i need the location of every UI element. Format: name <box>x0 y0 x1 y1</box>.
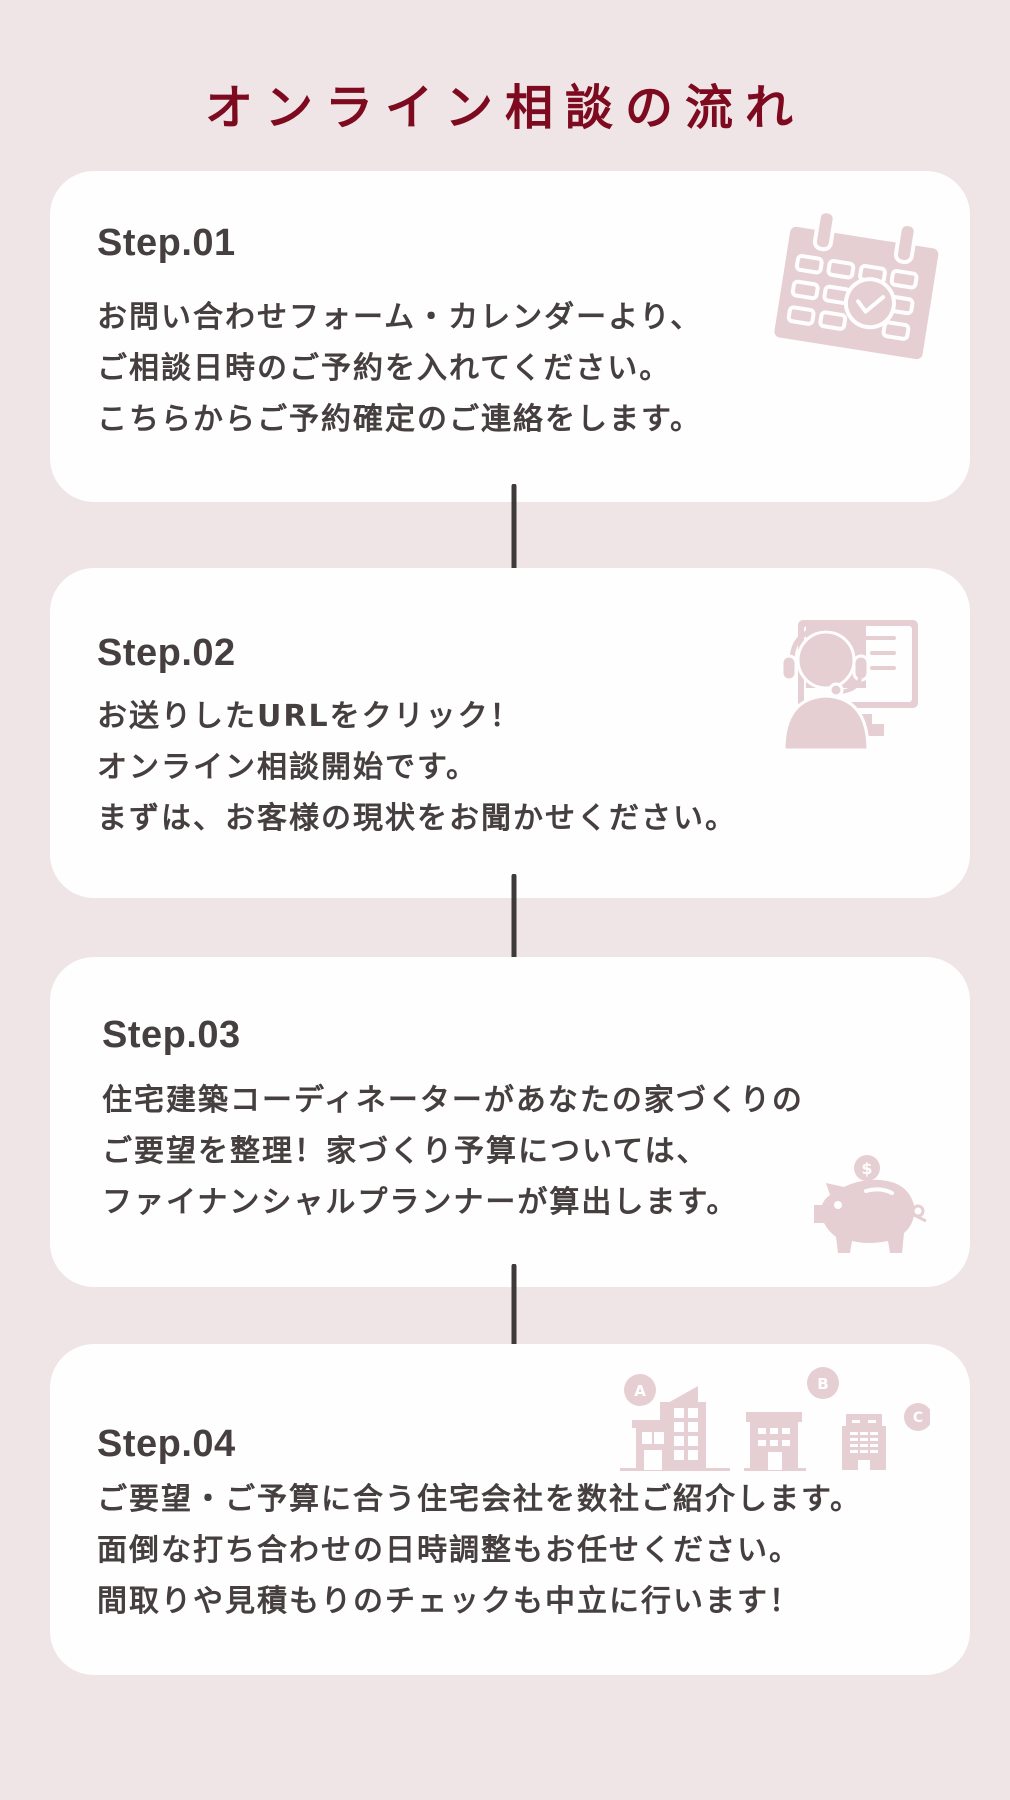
step-text-line: オンライン相談開始です。 <box>97 750 478 785</box>
step-text-line: ご要望を整理！家づくり予算については、 <box>102 1134 709 1169</box>
step-card-2: Step.02 お送りしたURLをクリック！ オンライン相談開始です。 まずは、… <box>50 568 970 898</box>
calendar-check-icon <box>774 209 939 360</box>
step-text-line: まずは、お客様の現状をお聞かせください。 <box>97 801 737 836</box>
tag-label: B <box>817 1375 828 1393</box>
step-card-4: Step.04 ご要望・ご予算に合う住宅会社を数社ご紹介します。 面倒な打ち合わ… <box>50 1344 970 1675</box>
step-text-line: 住宅建築コーディネーターがあなたの家づくりの <box>102 1083 804 1118</box>
tag-bubble-b: B <box>807 1367 839 1399</box>
step-text-line: 面倒な打ち合わせの日時調整もお任せください。 <box>97 1533 801 1568</box>
step-description: ご要望・ご予算に合う住宅会社を数社ご紹介します。 面倒な打ち合わせの日時調整もお… <box>97 1474 862 1627</box>
step-text-line: ご要望・ご予算に合う住宅会社を数社ご紹介します。 <box>97 1482 862 1517</box>
step-label: Step.03 <box>102 1014 241 1056</box>
step-text-line: ファイナンシャルプランナーが算出します。 <box>102 1185 739 1220</box>
buildings-icon: A B C <box>620 1367 930 1471</box>
piggy-bank-icon: $ <box>814 1155 927 1253</box>
step-text-line: ご相談日時のご予約を入れてください。 <box>97 351 672 386</box>
headset-support-icon <box>780 620 918 750</box>
page-title: オンライン相談の流れ <box>204 80 805 137</box>
tag-label: A <box>634 1382 646 1400</box>
step-text-line: お送りしたURLをクリック！ <box>97 699 522 734</box>
step-text-line: 間取りや見積もりのチェックも中立に行います！ <box>97 1584 801 1619</box>
step-text-line: こちらからご予約確定のご連絡をします。 <box>97 402 702 437</box>
step-label: Step.01 <box>97 222 236 264</box>
tag-bubble-c: C <box>904 1403 930 1431</box>
step-label: Step.02 <box>97 632 236 674</box>
step-text-line: お問い合わせフォーム・カレンダーより、 <box>97 300 703 335</box>
svg-text:$: $ <box>861 1159 872 1178</box>
step-description: お問い合わせフォーム・カレンダーより、 ご相談日時のご予約を入れてください。 こ… <box>97 292 702 445</box>
step-description: お送りしたURLをクリック！ オンライン相談開始です。 まずは、お客様の現状をお… <box>97 691 737 844</box>
step-label: Step.04 <box>97 1423 236 1465</box>
tag-label: C <box>913 1410 923 1426</box>
step-card-1: Step.01 お問い合わせフォーム・カレンダーより、 ご相談日時のご予約を入れ… <box>50 171 970 502</box>
step-card-3: Step.03 住宅建築コーディネーターがあなたの家づくりの ご要望を整理！家づ… <box>50 957 970 1287</box>
step-description: 住宅建築コーディネーターがあなたの家づくりの ご要望を整理！家づくり予算について… <box>102 1075 804 1228</box>
tag-bubble-a: A <box>624 1374 656 1406</box>
